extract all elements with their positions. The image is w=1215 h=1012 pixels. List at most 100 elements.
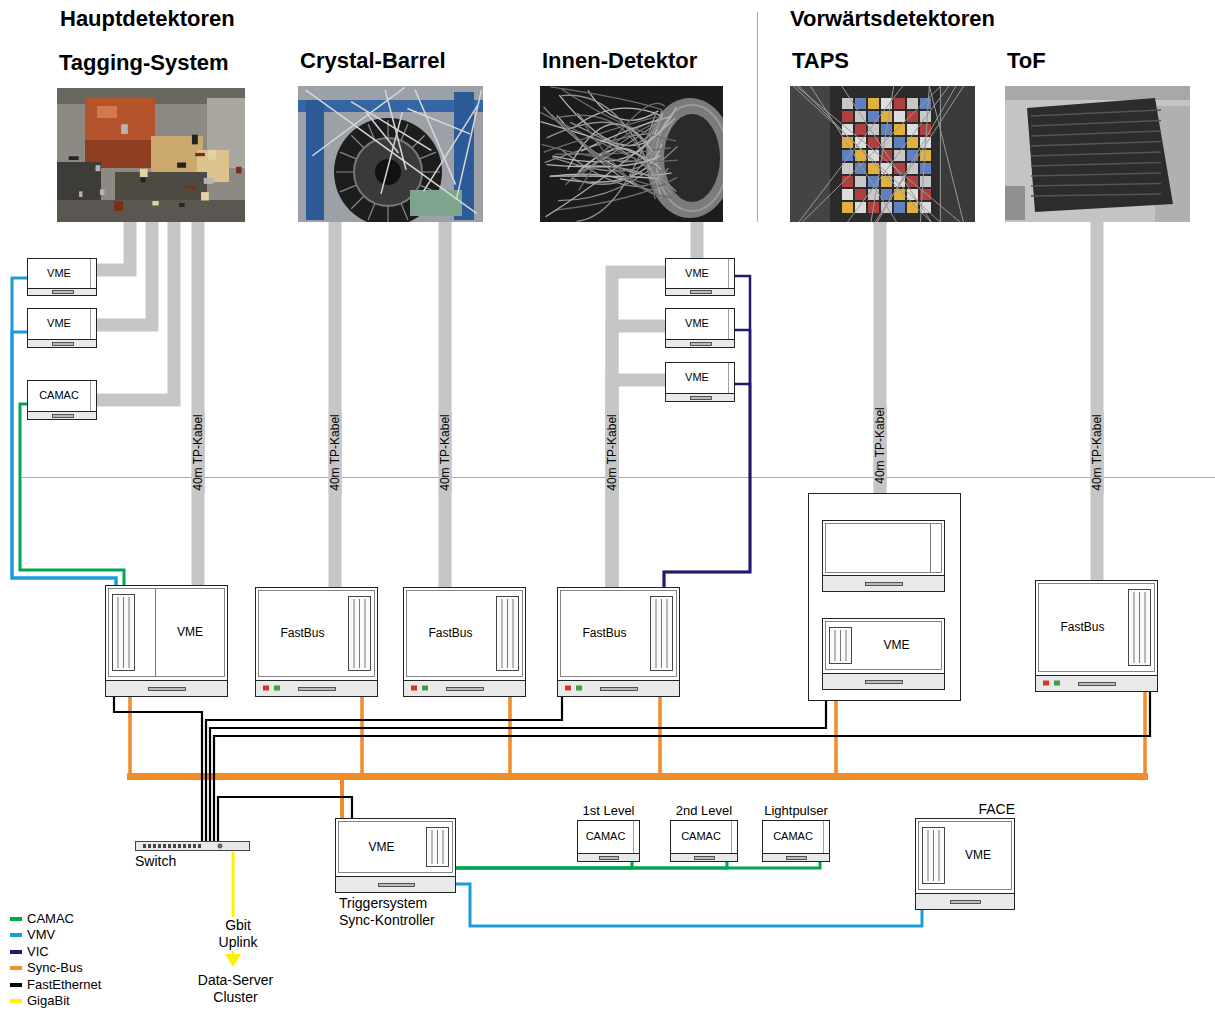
tp-cable [612,380,665,587]
node-heading: Innen-Detektor [542,48,697,74]
card-slot [365,599,366,668]
switch-led [218,844,223,849]
cable-label: 40m TP-Kabel [605,411,618,493]
crate-box: VME [822,618,945,690]
photo-detail [585,125,670,196]
switch-port [178,844,181,848]
photo-detail [201,192,209,200]
crate-outline [28,259,97,296]
switch-port [188,844,191,848]
crate-label: FastBus [1039,580,1126,675]
switch-port [173,844,176,848]
photo-detail [920,86,929,222]
crate-outline [823,619,945,690]
status-led [274,686,280,691]
crate-base [823,576,945,592]
card-slot [1145,592,1146,663]
crate-label: VME [667,308,727,339]
photo-detail [646,98,723,218]
crate-outline [823,521,945,592]
crate-box: VME [665,362,735,402]
photo-detail [799,86,931,222]
photo-detail [1031,194,1161,196]
crate-base [1036,676,1158,692]
photo-detail [656,105,723,211]
crate-box: LightpulserCAMAC [762,820,830,862]
tp-cable [97,222,152,325]
switch-port [163,844,166,848]
photo-detail [306,90,477,214]
card-slot [507,599,508,668]
crate-card [427,828,449,867]
camac-line [20,404,124,585]
photo-detail [842,202,853,213]
photo-detail [1031,131,1161,136]
card-slot [1139,592,1140,663]
switch-port [183,844,186,848]
legend-swatch [10,983,22,987]
crate-slot [447,688,484,691]
crate-label: VME [667,362,727,393]
photo-detail [114,201,123,211]
photo-detail [907,111,918,122]
photo-detail [236,167,241,174]
card-slot [846,630,847,661]
crate-base [666,394,735,402]
sync-bus-line [342,697,510,818]
photo-detail [920,98,931,109]
tp-cable [97,222,174,400]
crate-box: VME [105,585,228,697]
crate-box: FastBus [557,587,680,697]
card-slot [129,597,130,668]
node-drawing [540,86,723,222]
photo-detail [848,86,949,222]
switch-port [198,844,201,848]
status-led [576,686,582,691]
photo-detail [375,159,401,185]
status-led [565,686,571,691]
tp-cable [329,222,342,587]
sync-bus-line [130,697,342,818]
legend-swatch [10,966,22,970]
photo-detail [1031,184,1161,187]
photo-detail [855,189,866,200]
status-led [1054,681,1060,686]
photo-detail [550,87,662,110]
crate-outline [256,588,378,697]
node-drawing [1005,86,1190,222]
crate-slot [866,681,903,684]
photo-detail [1005,86,1190,100]
photo-detail [1027,98,1173,212]
tp-cable [97,222,130,270]
legend-text: FastEthernet [27,977,101,993]
crate-base [666,289,735,296]
card-slot [502,599,503,668]
crate-box: VME [665,308,735,348]
card-slot [513,599,514,668]
photo-detail [871,86,894,222]
crate-card [830,628,852,664]
crate-outline [28,381,97,420]
switch-port [148,844,151,848]
legend-text: VMV [27,927,55,943]
vmv-line [12,332,116,585]
crate-label: VME [667,258,727,288]
crate-panel [339,822,453,873]
tp-cable [439,222,452,587]
crate-base [256,681,378,697]
switch-port [193,844,196,848]
node-drawing [915,818,1015,910]
photo-detail [79,191,82,197]
crate-outline [666,309,735,348]
photo-detail [1031,110,1161,116]
photo-detail [894,202,905,213]
status-led [263,686,269,691]
photo-detail [385,90,406,170]
photo-detail [121,124,128,134]
crate-base [916,894,1015,910]
node-heading: Switch [135,853,176,870]
crate-edge [728,309,729,339]
card-slot [840,630,841,661]
